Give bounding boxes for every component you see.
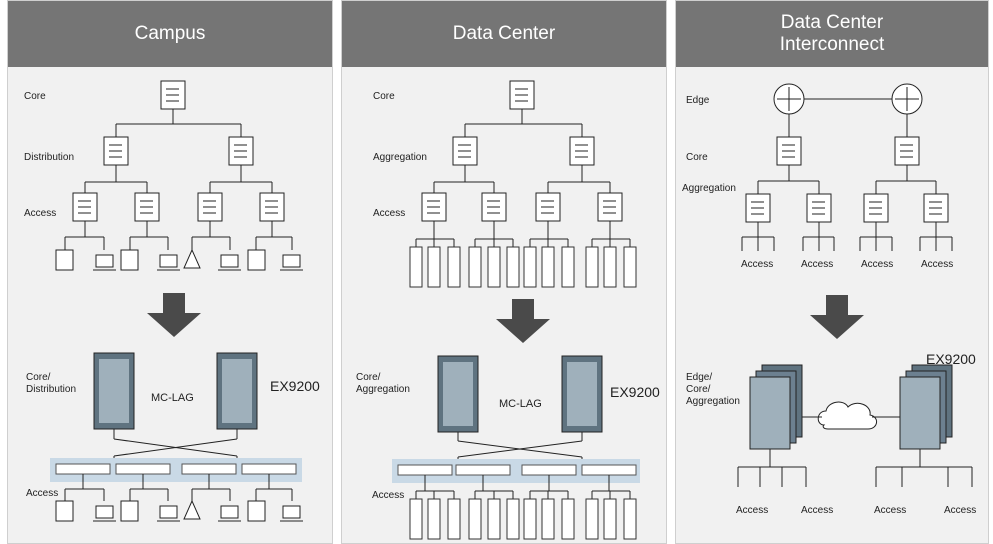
datacenter-access-switch-icon — [421, 192, 623, 222]
dci-access-bottom-1: Access — [736, 505, 769, 516]
datacenter-bottom-server-icon — [409, 498, 637, 540]
datacenter-access-stack-icon — [392, 459, 640, 483]
datacenter-core-switch-icon — [509, 80, 535, 110]
datacenter-title: Data Center — [452, 23, 556, 44]
dci-edge-label: Edge — [686, 95, 710, 106]
campus-core-distribution-label: Core/ Distribution — [26, 372, 77, 395]
dci-aggregation-label: Aggregation — [682, 183, 736, 194]
dci-diagram — [737, 83, 973, 487]
datacenter-core-label: Core — [373, 91, 395, 102]
campus-access-label: Access — [24, 208, 57, 219]
dci-edge-core-aggregation-label: Edge/ Core/ Aggregation — [686, 372, 740, 407]
dci-ex9200-chassis-icon — [749, 364, 953, 450]
campus-core-label: Core — [24, 91, 46, 102]
datacenter-down-arrow-icon — [496, 299, 550, 343]
dci-model-label: EX9200 — [926, 351, 976, 367]
campus-header: Campus — [8, 1, 332, 67]
datacenter-header: Data Center — [342, 1, 666, 67]
campus-distribution-switch-icon — [103, 136, 254, 166]
datacenter-mclag-label: MC-LAG — [499, 398, 542, 410]
dci-access-bottom-4: Access — [944, 505, 977, 516]
dci-header: Data Center Interconnect — [676, 1, 988, 67]
datacenter-server-icon — [409, 246, 637, 288]
campus-bottom-endpoint-icon — [55, 499, 303, 522]
dci-access-row-3: Access — [861, 259, 894, 270]
campus-core-switch-icon — [160, 80, 186, 110]
dci-access-row-2: Access — [801, 259, 834, 270]
dci-core-switch-icon — [776, 136, 920, 166]
campus-mclag-label: MC-LAG — [151, 392, 194, 404]
dci-down-arrow-icon — [810, 295, 864, 339]
datacenter-diagram — [392, 80, 640, 540]
dci-access-bottom-2: Access — [801, 505, 834, 516]
campus-model-label: EX9200 — [270, 378, 320, 394]
datacenter-access-label: Access — [373, 208, 406, 219]
datacenter-core-aggregation-label: Core/ Aggregation — [356, 372, 410, 395]
datacenter-model-label: EX9200 — [610, 384, 660, 400]
dci-access-row-1: Access — [741, 259, 774, 270]
campus-access-switch-icon — [72, 192, 285, 222]
datacenter-aggregation-label: Aggregation — [373, 152, 427, 163]
dci-cloud-icon — [817, 401, 877, 430]
dci-aggregation-switch-icon — [745, 193, 949, 223]
campus-ex9200-chassis-icon — [93, 352, 258, 430]
datacenter-ex9200-chassis-icon — [437, 355, 603, 433]
campus-distribution-label: Distribution — [24, 152, 75, 163]
campus-down-arrow-icon — [147, 293, 201, 337]
dci-access-row-4: Access — [921, 259, 954, 270]
datacenter-panel: Data Center Core Aggregation Access Core… — [341, 0, 667, 544]
dci-panel: Data Center Interconnect Edge Core Aggre… — [675, 0, 989, 544]
campus-panel: Campus Core Distribution Access Core/ Di… — [7, 0, 333, 544]
campus-diagram — [50, 80, 303, 522]
dci-core-label: Core — [686, 152, 708, 163]
dci-edge-router-icon — [773, 83, 923, 115]
campus-endpoint-icon — [55, 248, 303, 271]
dci-access-bottom-3: Access — [874, 505, 907, 516]
dci-title: Data Center Interconnect — [779, 12, 885, 55]
campus-access-stack-icon — [50, 458, 302, 482]
datacenter-aggregation-switch-icon — [452, 136, 595, 166]
campus-access-bottom-label: Access — [26, 488, 59, 499]
campus-title: Campus — [134, 23, 206, 44]
datacenter-access-bottom-label: Access — [372, 490, 405, 501]
